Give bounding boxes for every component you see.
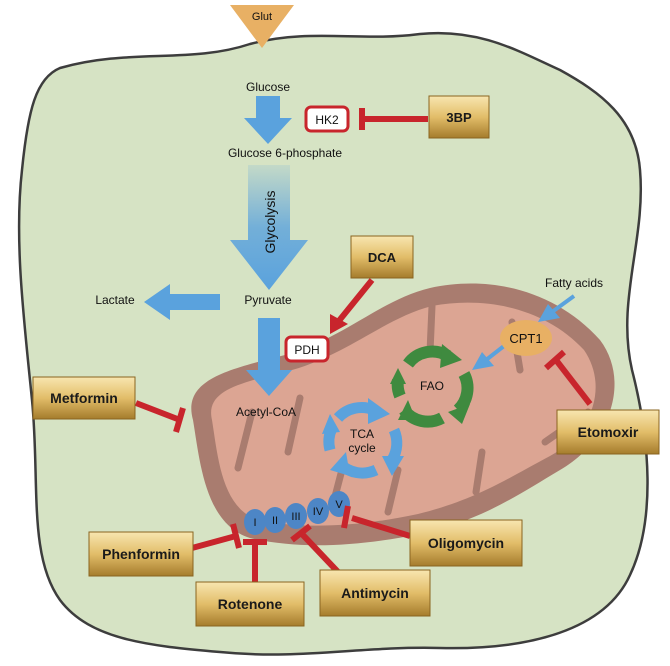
glycolysis-arrow xyxy=(230,165,308,290)
fao-cycle-arrowheads xyxy=(390,344,470,424)
glut-label: Glut xyxy=(252,11,272,23)
cpt1-label: CPT1 xyxy=(509,331,542,346)
cpt1-to-fao-line xyxy=(484,344,506,362)
complex-iii xyxy=(285,503,307,529)
fao-label: FAO xyxy=(420,379,444,393)
drug-rotenone: Rotenone xyxy=(195,581,305,627)
complex-i-label: I xyxy=(253,517,256,529)
drug-oligomycin: Oligomycin xyxy=(409,519,523,567)
drug-antimycin: Antimycin xyxy=(319,569,431,617)
acetyl-coa-label: Acetyl-CoA xyxy=(236,405,296,419)
complex-v-label: V xyxy=(335,499,343,511)
pyruvate-label: Pyruvate xyxy=(244,293,292,307)
drug-rotenone-label: Rotenone xyxy=(218,596,283,612)
hk2-box xyxy=(304,105,350,133)
cpt1-to-fao-head xyxy=(472,352,494,370)
complex-i xyxy=(244,509,266,535)
etc-complexes: I II III IV V xyxy=(244,491,350,535)
drug-metformin: Metformin xyxy=(32,376,136,420)
tca-label-line2: cycle xyxy=(348,441,376,455)
g6p-label: Glucose 6-phosphate xyxy=(228,146,342,160)
drug-etomoxir-label: Etomoxir xyxy=(578,424,639,440)
glycolysis-label: Glycolysis xyxy=(262,190,278,253)
complex-ii xyxy=(264,507,286,533)
drug-3bp-label: 3BP xyxy=(446,110,472,125)
glut-transporter-icon xyxy=(230,5,294,48)
drug-etomoxir: Etomoxir xyxy=(556,409,660,455)
tca-label-line1: TCA xyxy=(350,427,374,441)
glucose-to-g6p-arrow xyxy=(244,96,292,144)
drug-3bp: 3BP xyxy=(428,95,490,139)
complex-iv xyxy=(307,498,329,524)
fatty-acids-arrow-head xyxy=(538,304,560,322)
drug-dca: DCA xyxy=(350,235,414,279)
complex-iv-label: IV xyxy=(313,506,324,518)
drug-oligomycin-label: Oligomycin xyxy=(428,535,504,551)
glucose-label: Glucose xyxy=(246,80,290,94)
pyruvate-to-lactate-arrow xyxy=(144,284,220,320)
drug-phenformin-label: Phenformin xyxy=(102,546,180,562)
drug-dca-label: DCA xyxy=(368,250,397,265)
drug-phenformin: Phenformin xyxy=(88,531,194,577)
fatty-acids-arrow-line xyxy=(550,294,576,314)
complex-ii-label: II xyxy=(272,515,278,527)
drug-metformin-label: Metformin xyxy=(50,390,118,406)
inhibition-lines xyxy=(134,108,593,584)
tca-cycle-arrowheads xyxy=(322,398,404,476)
drug-antimycin-label: Antimycin xyxy=(341,585,409,601)
pdh-box xyxy=(284,335,330,363)
fatty-acids-label: Fatty acids xyxy=(545,276,603,290)
pyruvate-to-acetyl-coa-arrow xyxy=(246,318,292,396)
complex-iii-label: III xyxy=(291,511,300,523)
hk2-label: HK2 xyxy=(315,113,339,127)
pdh-label: PDH xyxy=(294,343,319,357)
lactate-label: Lactate xyxy=(95,293,135,307)
cpt1-transporter xyxy=(500,320,552,356)
dca-arrowhead xyxy=(330,314,348,334)
